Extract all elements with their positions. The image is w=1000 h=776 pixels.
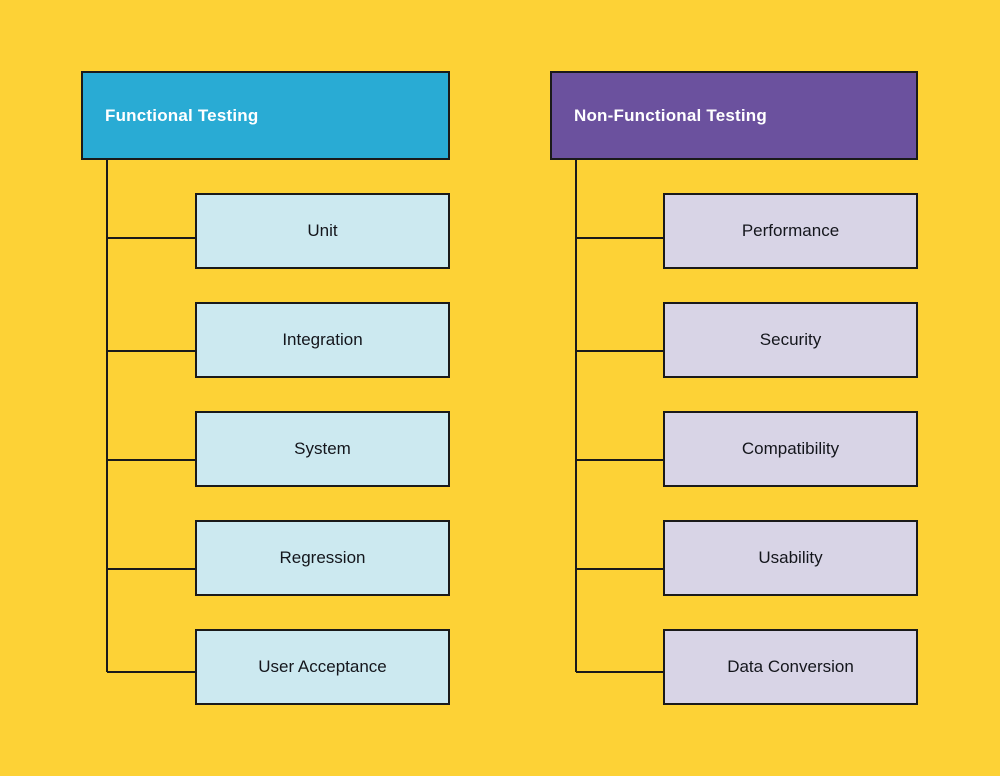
leaf-node-label: Compatibility [741, 439, 840, 458]
header-node-non-functional[interactable]: Non-Functional Testing [550, 71, 918, 160]
leaf-node-usability[interactable]: Usability [663, 520, 918, 596]
leaf-node-label: Performance [741, 221, 840, 240]
header-node-label: Non-Functional Testing [574, 105, 767, 125]
header-node-label: Functional Testing [105, 105, 259, 125]
leaf-node-data-conversion[interactable]: Data Conversion [663, 629, 918, 705]
leaf-node-security[interactable]: Security [663, 302, 918, 378]
leaf-node-user-acceptance[interactable]: User Acceptance [195, 629, 450, 705]
leaf-node-compatibility[interactable]: Compatibility [663, 411, 918, 487]
leaf-node-unit[interactable]: Unit [195, 193, 450, 269]
leaf-node-regression[interactable]: Regression [195, 520, 450, 596]
leaf-node-label: User Acceptance [258, 657, 387, 676]
leaf-node-label: Usability [758, 548, 823, 567]
leaf-node-integration[interactable]: Integration [195, 302, 450, 378]
leaf-node-label: Security [759, 330, 822, 349]
leaf-node-label: System [294, 439, 351, 458]
leaf-node-label: Data Conversion [727, 657, 854, 676]
header-node-functional[interactable]: Functional Testing [81, 71, 450, 160]
leaf-node-label: Regression [279, 548, 366, 567]
leaf-node-performance[interactable]: Performance [663, 193, 918, 269]
leaf-node-label: Unit [307, 221, 338, 240]
leaf-node-label: Integration [282, 330, 363, 349]
leaf-node-system[interactable]: System [195, 411, 450, 487]
